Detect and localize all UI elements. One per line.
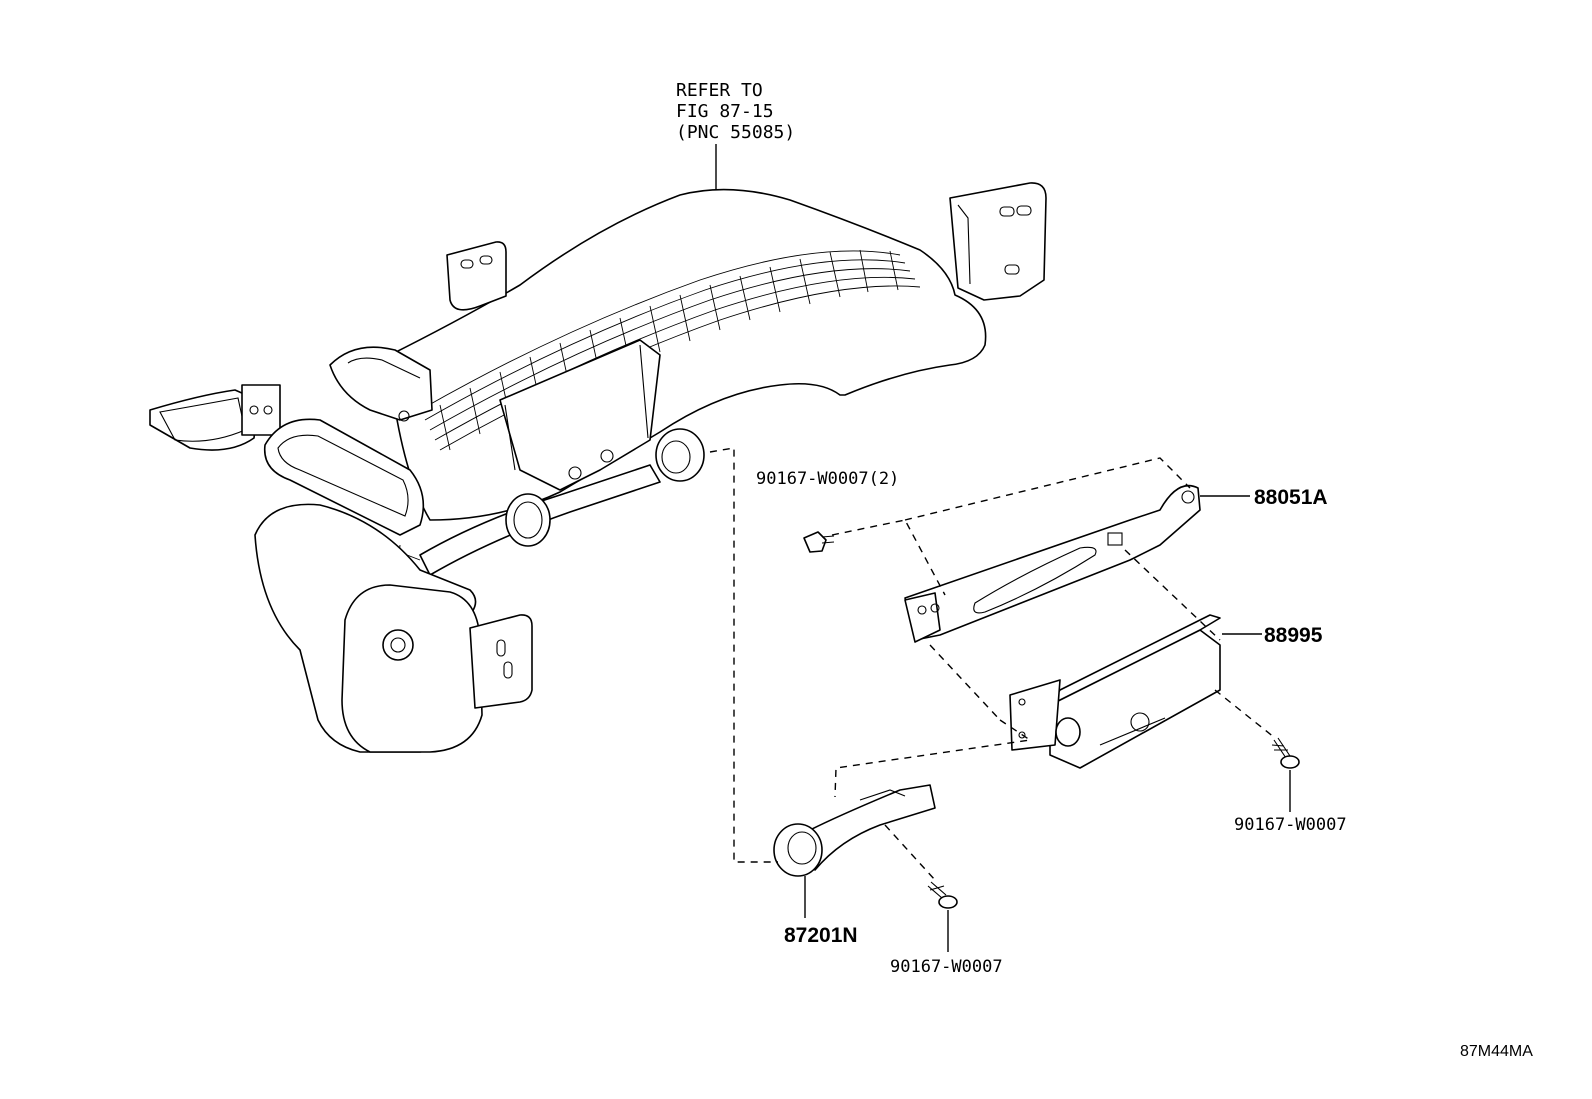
label-bolt-top: 90167-W0007(2) (756, 469, 899, 489)
label-bolt-right: 90167-W0007 (1234, 815, 1347, 835)
bolt-bottom-icon (927, 881, 958, 909)
bolt-top-icon (803, 531, 835, 553)
figure-id: 87M44MA (1460, 1043, 1533, 1060)
refer-note-line2: FIG 87-15 (676, 101, 774, 122)
leader-lines (715, 144, 1291, 952)
refer-note-line1: REFER TO (676, 80, 763, 101)
label-bracket: 88051A (1254, 486, 1328, 509)
duct-assembly (149, 182, 1047, 753)
label-bolt-bottom: 90167-W0007 (890, 957, 1003, 977)
label-unit: 88995 (1264, 624, 1323, 647)
bolt-right-icon (1271, 737, 1300, 769)
hose-87201n (773, 784, 936, 877)
bracket-88051a (904, 484, 1201, 643)
assembly-lines (709, 447, 1276, 881)
unit-88995 (1009, 614, 1221, 769)
refer-note-line3: (PNC 55085) (676, 122, 795, 143)
label-speaker-hose: 87201N (784, 924, 858, 947)
